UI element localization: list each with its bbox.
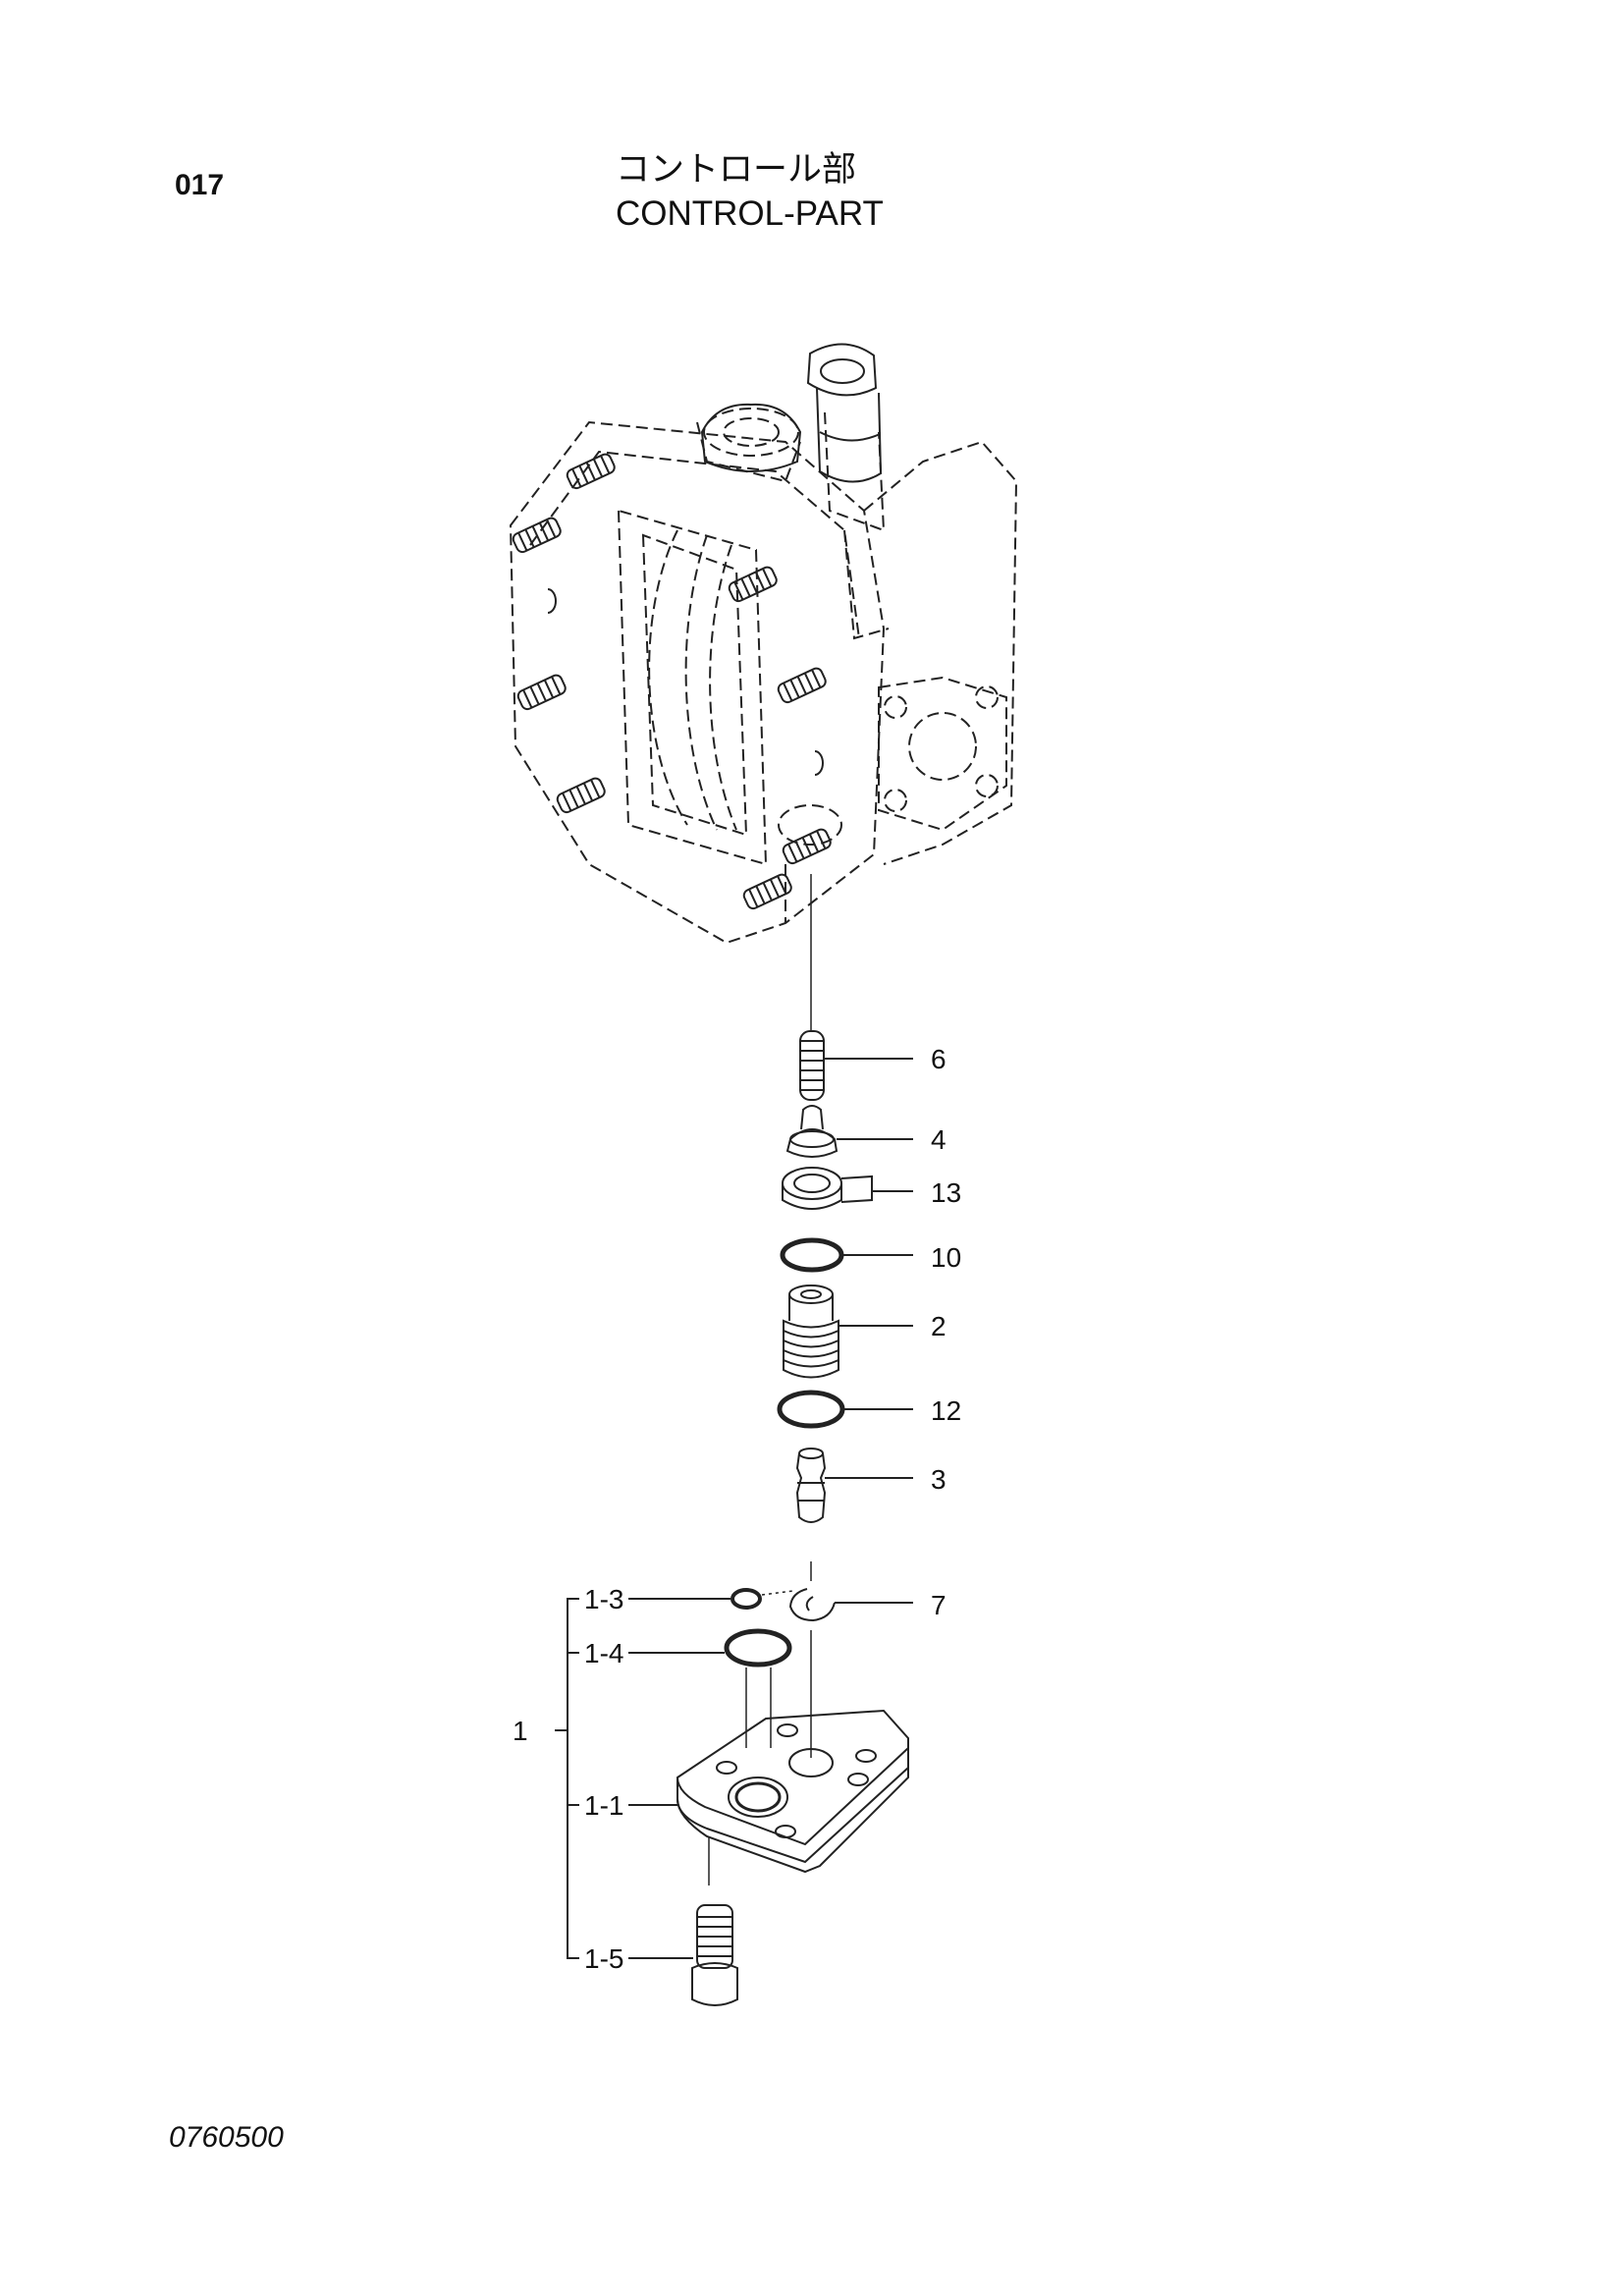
callout-1-3: 1-3 (584, 1584, 623, 1614)
callout-1: 1 (513, 1716, 528, 1746)
callout-6: 6 (931, 1044, 947, 1074)
title-japanese: コントロール部 (616, 150, 857, 190)
group-1-bracket (555, 1598, 579, 1959)
part-1-4-oring (628, 1628, 792, 1667)
mounting-studs (512, 453, 832, 910)
part-10-oring (780, 1237, 913, 1273)
callout-1-1: 1-1 (584, 1790, 623, 1821)
footer-code: 0760500 (169, 2121, 284, 2154)
callout-13: 13 (931, 1177, 961, 1208)
part-2-sleeve (783, 1285, 913, 1379)
callout-2: 2 (931, 1311, 947, 1341)
callout-labels: 6 4 13 10 2 12 3 7 1-3 1-4 1 1-1 1-5 (513, 1044, 961, 1974)
callout-7: 7 (931, 1590, 947, 1620)
callout-12: 12 (931, 1395, 961, 1426)
part-3-spool (795, 1448, 913, 1523)
part-12-oring (777, 1390, 913, 1429)
part-4-seat (785, 1105, 913, 1158)
part-1-1-flange (628, 1709, 909, 1874)
part-7-snap-ring (788, 1588, 913, 1622)
part-13-ring (782, 1167, 913, 1210)
part-1-5-bolt (628, 1904, 738, 2006)
part-1-3-oring (628, 1588, 794, 1610)
callout-1-5: 1-5 (584, 1943, 623, 1974)
title-english: CONTROL-PART (616, 194, 884, 233)
callout-1-4: 1-4 (584, 1638, 623, 1668)
pump-housing (509, 408, 1018, 945)
callout-10: 10 (931, 1242, 961, 1273)
page-number: 017 (175, 169, 225, 201)
callout-3: 3 (931, 1464, 947, 1495)
top-fitting (700, 343, 883, 483)
part-6-spring (799, 1030, 913, 1101)
callout-4: 4 (931, 1124, 947, 1155)
